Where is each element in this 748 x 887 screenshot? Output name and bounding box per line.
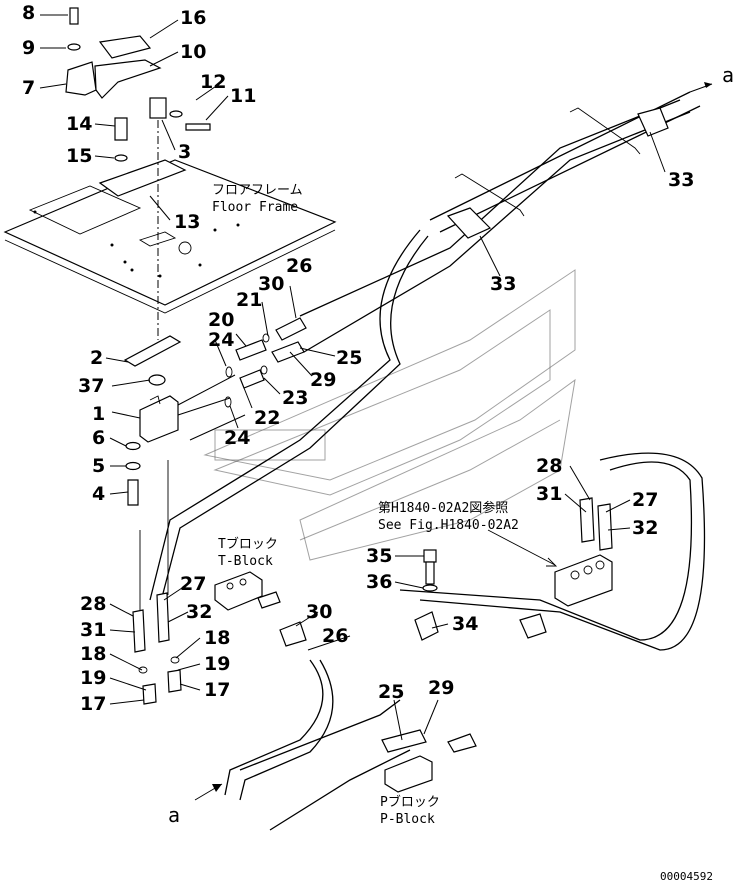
part-labels: 8 9 16 10 7 12 11 14 15 3 13 33 33 26 30… <box>22 2 694 715</box>
part-label-27-right: 27 <box>632 489 658 511</box>
part-label-26-top: 26 <box>286 255 312 277</box>
part-label-31-right: 31 <box>536 483 562 505</box>
watermark-logo <box>203 269 576 561</box>
p-block <box>381 729 477 793</box>
reference-tags <box>487 529 558 567</box>
part-label-33-mid: 33 <box>490 273 516 295</box>
part-label-6: 6 <box>92 427 105 449</box>
pedal-assembly <box>65 7 211 340</box>
part-label-29-bottom: 29 <box>428 677 454 699</box>
part-label-29-top: 29 <box>310 369 336 391</box>
part-label-16: 16 <box>180 7 206 29</box>
part-label-18-left: 18 <box>80 643 106 665</box>
part-label-7: 7 <box>22 77 35 99</box>
right-manifold <box>554 497 613 607</box>
part-label-4: 4 <box>92 483 105 505</box>
part-label-3: 3 <box>178 141 191 163</box>
leader-lines <box>39 14 666 741</box>
part-label-24-top: 24 <box>208 329 234 351</box>
part-label-22: 22 <box>254 407 280 429</box>
part-label-37: 37 <box>78 375 104 397</box>
t-block-label-jp: Tブロック <box>218 536 278 552</box>
arrow-a-top <box>689 82 713 93</box>
part-label-31-left: 31 <box>80 619 106 641</box>
arrow-a-bottom <box>194 783 223 801</box>
part-label-25-bottom: 25 <box>378 681 404 703</box>
part-label-28-left: 28 <box>80 593 106 615</box>
part-label-21: 21 <box>236 289 262 311</box>
valve-group <box>123 317 307 506</box>
part-label-9: 9 <box>22 37 35 59</box>
part-label-17-left: 17 <box>80 693 106 715</box>
left-fittings <box>132 460 182 705</box>
part-label-25-top: 25 <box>336 347 362 369</box>
part-label-34: 34 <box>452 613 478 635</box>
floor-frame-label-en: Floor Frame <box>212 200 298 215</box>
part-label-27-left: 27 <box>180 573 206 595</box>
part-label-35: 35 <box>366 545 392 567</box>
arrow-a-bottom-label: a <box>168 803 180 827</box>
arrow-a-top-label: a <box>722 63 734 87</box>
part-label-19-left: 19 <box>80 667 106 689</box>
part-label-30-bottom: 30 <box>306 601 332 623</box>
part-label-24-bottom: 24 <box>224 427 250 449</box>
part-label-33-top: 33 <box>668 169 694 191</box>
p-block-label-en: P-Block <box>380 812 435 827</box>
part-label-18-right: 18 <box>204 627 230 649</box>
floor-frame-label-jp: フロアフレーム <box>212 183 303 198</box>
t-block <box>214 571 307 647</box>
bolt-35 <box>422 549 438 592</box>
annotation-text: フロアフレーム Floor Frame Tブロック T-Block 第H1840… <box>168 63 734 883</box>
part-label-32-right: 32 <box>632 517 658 539</box>
part-label-8: 8 <box>22 2 35 24</box>
part-label-23: 23 <box>282 387 308 409</box>
part-label-32-left: 32 <box>186 601 212 623</box>
part-label-28-right: 28 <box>536 455 562 477</box>
part-label-13: 13 <box>174 211 200 233</box>
part-label-1: 1 <box>92 403 105 425</box>
part-label-19-right: 19 <box>204 653 230 675</box>
part-label-30-top: 30 <box>258 273 284 295</box>
part-label-36: 36 <box>366 571 392 593</box>
figure-id: 00004592 <box>660 870 713 883</box>
part-label-10: 10 <box>180 41 206 63</box>
p-block-label-jp: Pブロック <box>380 794 440 810</box>
part-label-11: 11 <box>230 85 256 107</box>
part-label-15: 15 <box>66 145 92 167</box>
reference-label-en: See Fig.H1840-02A2 <box>378 518 519 533</box>
reference-label-jp: 第H1840-02A2図参照 <box>378 500 508 516</box>
floor-frame <box>3 159 337 314</box>
part-label-14: 14 <box>66 113 92 135</box>
t-block-label-en: T-Block <box>218 554 273 569</box>
part-label-5: 5 <box>92 455 105 477</box>
part-label-20: 20 <box>208 309 234 331</box>
part-label-2: 2 <box>90 347 103 369</box>
part-label-17-right: 17 <box>204 679 230 701</box>
part-label-26-bottom: 26 <box>322 625 348 647</box>
part-label-12: 12 <box>200 71 226 93</box>
hose-clamps <box>414 107 669 641</box>
